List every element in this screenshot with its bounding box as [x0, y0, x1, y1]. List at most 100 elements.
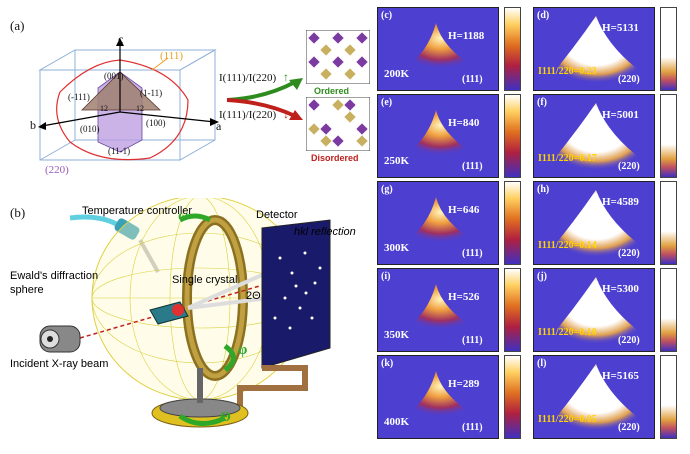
plane-label: (111) [462, 335, 483, 346]
plane-label: (220) [618, 248, 640, 259]
panel-a-label: (a) [10, 18, 25, 33]
peak-height-label: H=5001 [602, 109, 639, 121]
peak-height-label: H=1188 [448, 30, 485, 42]
colorbar [660, 7, 677, 91]
crystal-plane-diagram [38, 38, 219, 161]
detector-label: Detector [256, 209, 298, 221]
colorbar [504, 355, 521, 439]
colorbar [660, 355, 677, 439]
hkl-reflection-label: hkl reflection [294, 226, 356, 238]
panel-letter: (d) [537, 10, 550, 21]
intensity-peak [549, 364, 644, 432]
angle-left-label: 12 [100, 104, 108, 113]
intensity-peak [403, 23, 478, 74]
panel-letter: (l) [537, 358, 547, 369]
plane-label: (111) [462, 422, 483, 433]
peak-height-label: H=5300 [602, 283, 639, 295]
intensity-peak [549, 277, 644, 345]
peak-height-label: H=526 [448, 291, 480, 303]
incident-beam-label: Incident X-ray beam [10, 358, 109, 370]
angle-right-label: 12 [136, 104, 144, 113]
panel-b-label: (b) [10, 205, 26, 220]
disordered-lattice-image [306, 97, 370, 151]
temperature-controller-label: Temperature controller [82, 205, 193, 217]
axis-a-label: a [216, 119, 222, 133]
peak-height-label: H=289 [448, 378, 480, 390]
intensity-peak [549, 16, 644, 84]
peak-height-label: H=4589 [602, 196, 639, 208]
colorbar [504, 268, 521, 352]
peak-height-label: H=840 [448, 117, 480, 129]
plane-label: (220) [618, 335, 640, 346]
temperature-label: 350K [384, 329, 410, 341]
panel-letter: (e) [381, 97, 393, 108]
ratio-down-label: I(111)/I(220) [219, 109, 277, 121]
intensity-peak [403, 284, 478, 335]
intensity-peak [549, 190, 644, 258]
colorbar [504, 7, 521, 91]
omega-glyph: ω [178, 208, 189, 224]
colorbar [504, 181, 521, 265]
intensity-peak [403, 110, 478, 161]
ordered-label: Ordered [314, 86, 350, 96]
panel-letter: (i) [381, 271, 391, 282]
ewald-sphere-label-line1: Ewald's diffraction [10, 270, 99, 282]
temperature-label: 250K [384, 155, 410, 167]
temperature-label: 200K [384, 68, 410, 80]
intensity-ratio-label: I111/220=0.17 [538, 153, 597, 164]
panel-letter: (c) [381, 10, 393, 21]
peak-height-label: H=5165 [602, 370, 639, 382]
plane-label: (220) [618, 74, 640, 85]
branch-arrows [226, 78, 303, 120]
intensity-ratio-label: I111/220=0.05 [538, 414, 597, 425]
colorbar [660, 181, 677, 265]
intensity-map-panel: (i) H=526 350K (111) [377, 268, 499, 352]
intensity-ratio-label: I111/220=0.23 [538, 66, 597, 77]
peak-height-label: H=646 [448, 204, 480, 216]
phi-glyph: φ [238, 342, 248, 358]
panel-letter: (f) [537, 97, 547, 108]
intensity-peak [549, 103, 644, 171]
colorbar [660, 268, 677, 352]
intensity-peak [403, 371, 478, 422]
panel-letter: (j) [537, 271, 547, 282]
colorbar [660, 94, 677, 178]
intensity-map-panel: (c) H=1188 200K (111) [377, 7, 499, 91]
axis-c-label: c [118, 32, 124, 46]
plane-111-label: (111) [160, 50, 184, 62]
plane-label: (220) [618, 161, 640, 172]
ratio-up-label: I(111)/I(220) [219, 72, 277, 84]
face-1m11: (1-11) [140, 88, 163, 98]
intensity-map-panel: (e) H=840 250K (111) [377, 94, 499, 178]
face-001: (001) [104, 71, 124, 81]
plane-label: (111) [462, 74, 483, 85]
face-100: (100) [146, 118, 166, 128]
ewald-sphere-label-line2: sphere [10, 284, 44, 296]
up-arrow-icon: ↑ [283, 70, 289, 84]
colorbar [504, 94, 521, 178]
peak-height-label: H=5131 [602, 22, 639, 34]
temperature-label: 300K [384, 242, 410, 254]
face-m111: (-111) [68, 92, 90, 102]
intensity-peak [403, 197, 478, 248]
panel-letter: (k) [381, 358, 394, 369]
two-theta-label: 2Θ [246, 290, 261, 302]
temperature-label: 400K [384, 416, 410, 428]
plane-label: (220) [618, 422, 640, 433]
intensity-ratio-label: I111/220=0.10 [538, 327, 597, 338]
intensity-ratio-label: I111/220=0.14 [538, 240, 597, 251]
axis-b-label: b [30, 118, 36, 132]
face-11m1: (11-1) [108, 146, 131, 156]
intensity-map-panel: (k) H=289 400K (111) [377, 355, 499, 439]
theta-glyph: Θ [220, 410, 231, 425]
diffractometer-diagram [39, 198, 331, 428]
single-crystal-label: Single crystal [172, 274, 238, 286]
plane-label: (111) [462, 161, 483, 172]
plane-220-label: (220) [45, 164, 69, 176]
